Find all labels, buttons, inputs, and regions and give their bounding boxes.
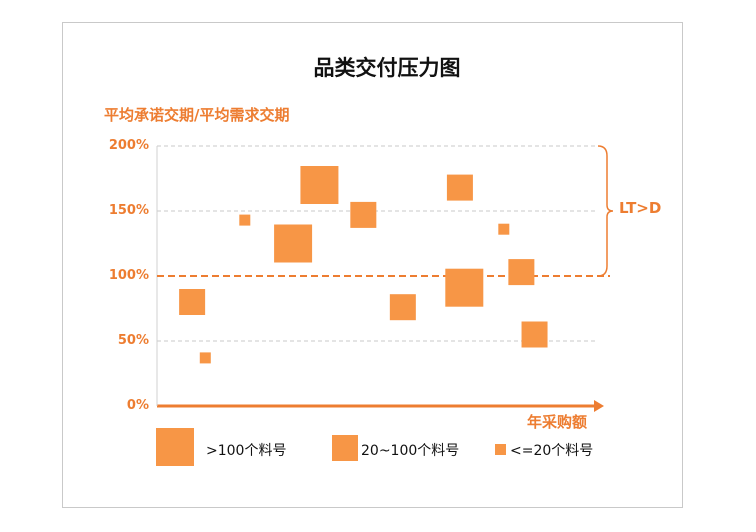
legend-label: >100个料号 [206,443,287,459]
data-point [508,259,535,286]
data-point [300,166,339,204]
legend-swatch-large [156,428,194,466]
y-tick-label: 100% [108,268,149,283]
y-axis-label: 平均承诺交期/平均需求交期 [104,106,290,124]
data-point [521,321,548,348]
data-point [445,268,484,307]
legend-label: <=20个料号 [510,443,594,459]
legend-swatch-medium [332,435,358,461]
legend-swatch-small [495,444,506,455]
chart-frame [62,22,683,508]
x-axis-arrow [594,400,604,412]
legend-label: 20~100个料号 [361,443,460,459]
y-tick-label: 0% [126,398,149,413]
chart-title: 品类交付压力图 [313,56,461,80]
data-point [199,352,211,364]
gridlines [157,145,596,342]
annotation-brace [597,145,614,277]
y-tick-label: 50% [117,333,149,348]
data-points [179,166,548,364]
data-point [274,224,313,263]
data-point [389,294,416,321]
y-tick-label: 200% [108,138,149,153]
data-point [239,214,251,226]
x-axis-label: 年采购额 [527,413,588,431]
data-point [179,289,206,315]
annotation-label: LT>D [619,199,662,217]
y-tick-label: 150% [108,203,149,218]
data-point [446,174,473,201]
data-point [350,201,377,228]
data-point [498,223,510,235]
